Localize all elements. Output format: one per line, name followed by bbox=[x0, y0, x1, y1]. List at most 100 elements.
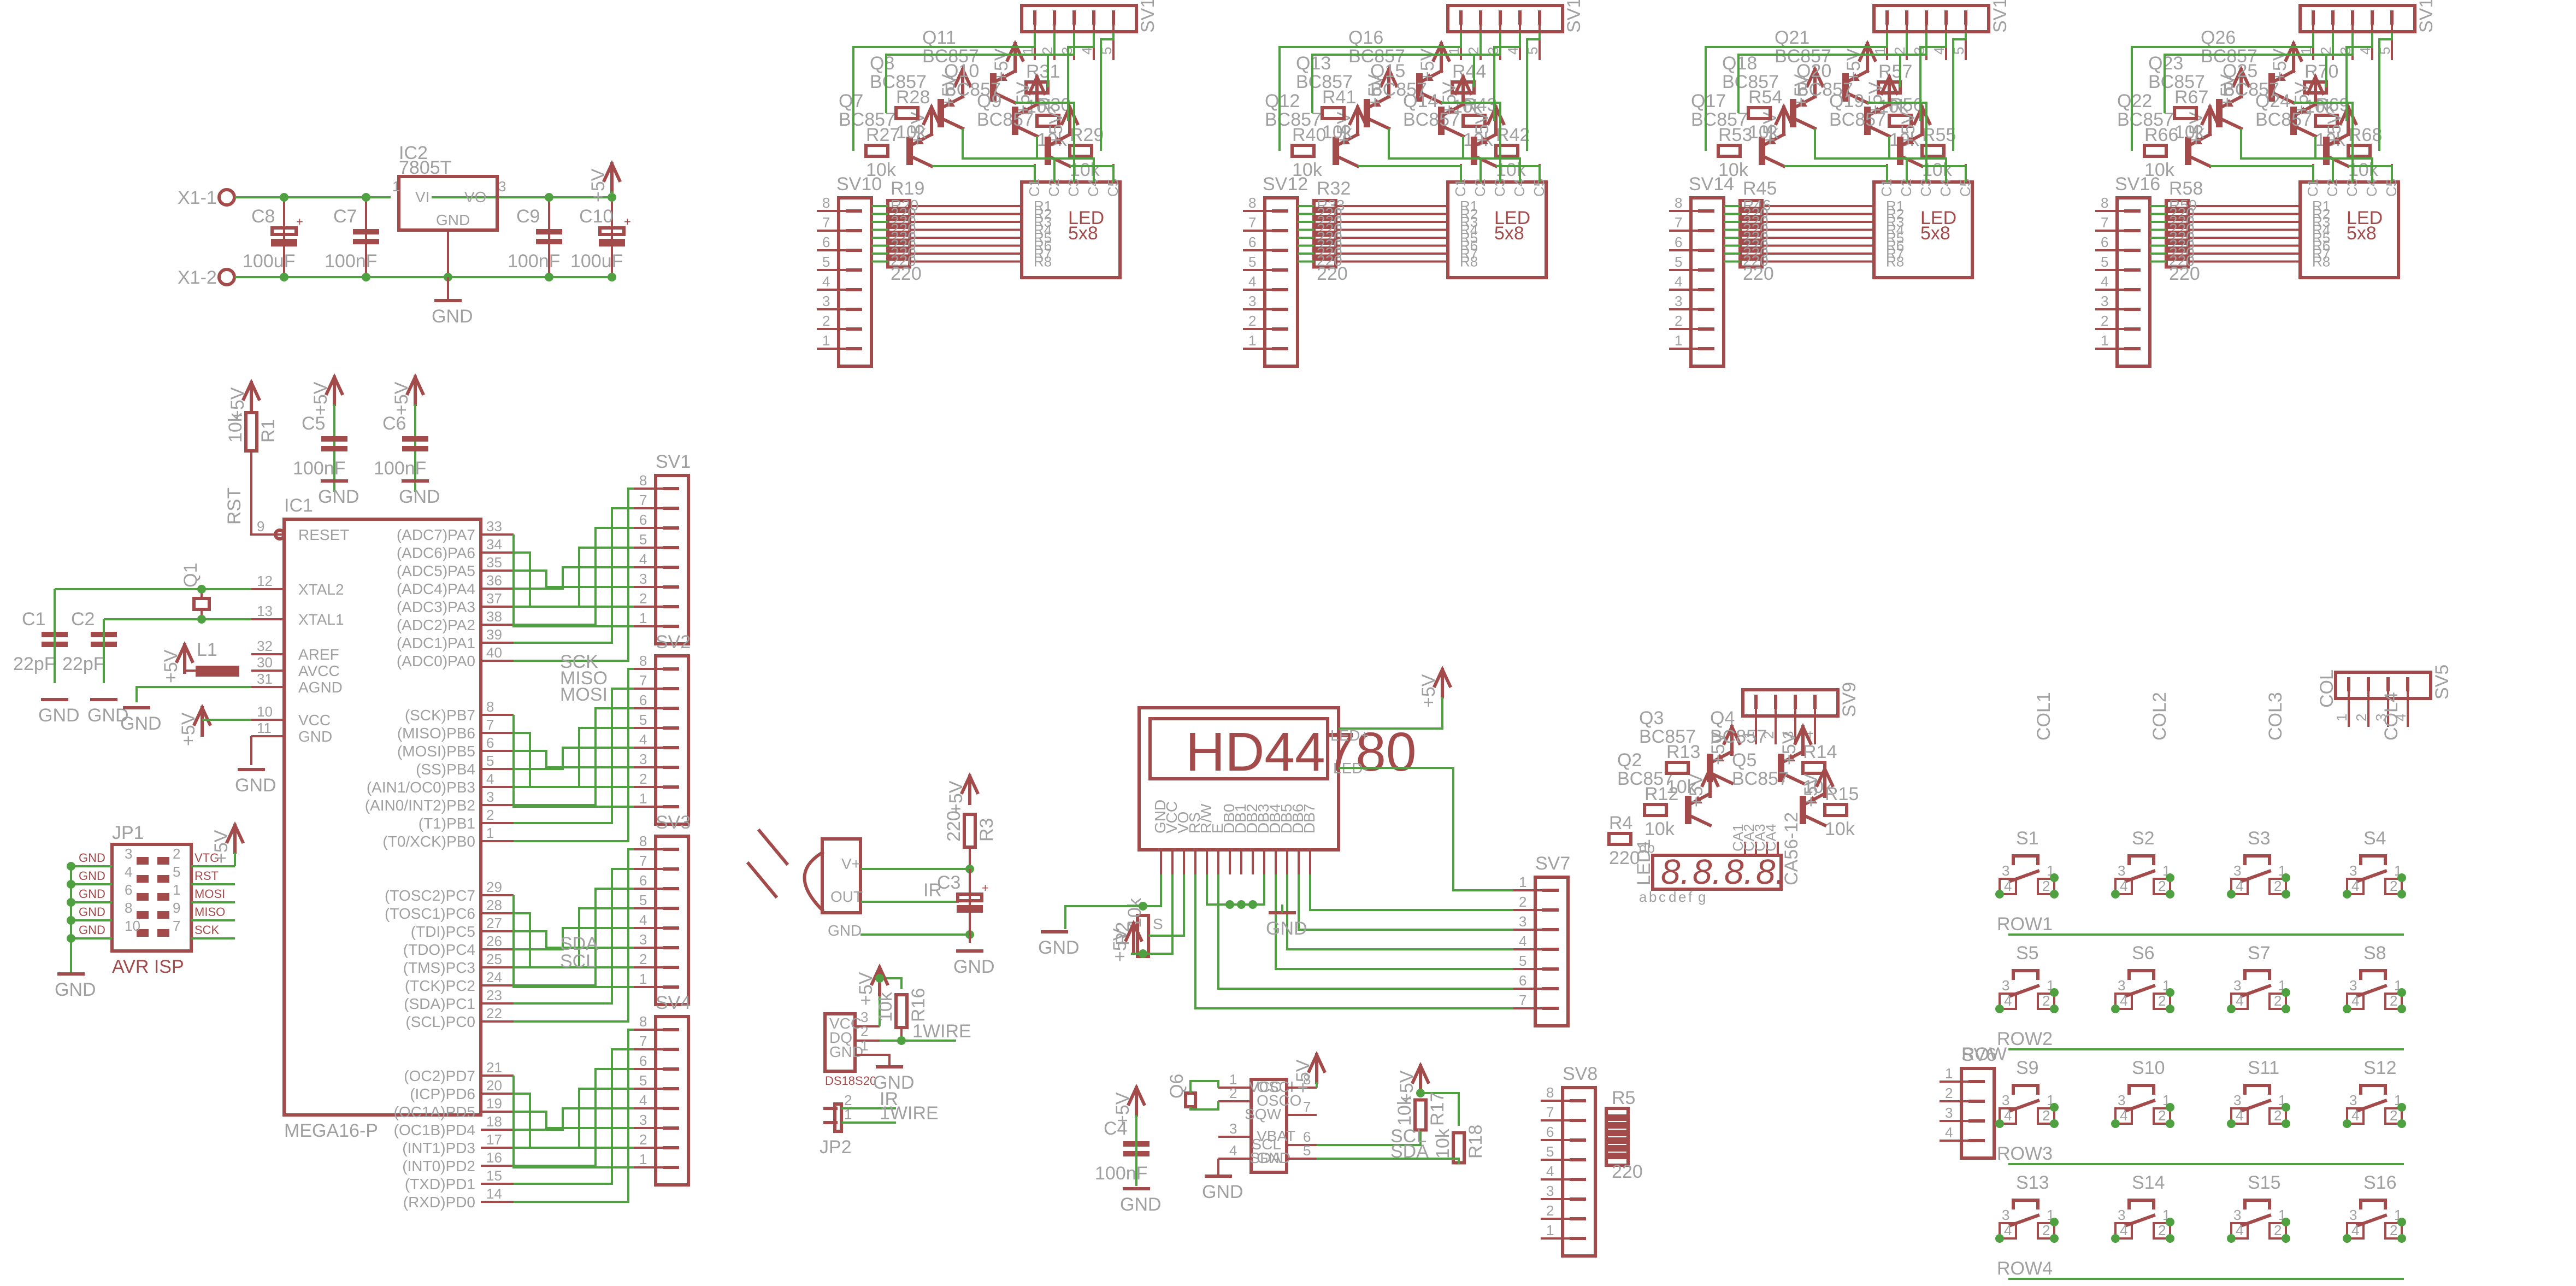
pin-number: 7 bbox=[1519, 992, 1526, 1008]
pin-number: 3 bbox=[2118, 1092, 2125, 1108]
terminal-icon bbox=[217, 188, 236, 207]
gnd-symbol: GND bbox=[55, 972, 96, 1000]
row-pin: R8 bbox=[1034, 254, 1052, 270]
pin-number: 2 bbox=[844, 1092, 852, 1108]
wire bbox=[1462, 136, 1521, 182]
pin-name: (SS)PB4 bbox=[416, 761, 475, 778]
pin-number: 2 bbox=[2158, 878, 2166, 894]
pin-number: 2 bbox=[2042, 1107, 2050, 1124]
capacitor-plate bbox=[536, 239, 562, 244]
pin-number: 2 bbox=[2353, 714, 2369, 721]
pin-number: 5 bbox=[2377, 47, 2393, 55]
capacitor-plate bbox=[270, 226, 298, 236]
resistor-label: 220 bbox=[2169, 237, 2195, 254]
vcc-label: +5V bbox=[1801, 773, 1822, 807]
switch-pad bbox=[1999, 1222, 2017, 1240]
switch-pad bbox=[2114, 1107, 2133, 1125]
resistor-value: 10k bbox=[2174, 122, 2205, 143]
junction-dot bbox=[608, 273, 616, 281]
emitter-arrow-icon bbox=[1785, 754, 1795, 761]
pin-number: 2 bbox=[639, 771, 647, 787]
pin-number: 5 bbox=[639, 1072, 647, 1089]
gnd-symbol: GND bbox=[1038, 930, 1080, 958]
isp-pad bbox=[137, 929, 149, 937]
pin-number: 4 bbox=[1945, 1124, 1953, 1141]
emitter-arrow-icon bbox=[1052, 137, 1062, 144]
header-name: SV14 bbox=[1689, 174, 1734, 195]
junction-dot bbox=[2166, 890, 2174, 899]
led-matrix-size: 5x8 bbox=[2347, 223, 2377, 244]
row-pin: R2 bbox=[1886, 206, 1904, 222]
pin-number: 4 bbox=[1931, 47, 1947, 55]
junction-dot bbox=[280, 193, 288, 202]
row-pin: R3 bbox=[2312, 214, 2330, 230]
resistor-label: 220 bbox=[1743, 213, 1769, 230]
capacitor-value: 22pF bbox=[13, 654, 56, 674]
lcd-body bbox=[1137, 706, 1340, 852]
vcc-symbol: +5V bbox=[856, 963, 889, 1006]
switch-actuator-icon bbox=[2243, 1199, 2271, 1209]
collector bbox=[1420, 92, 1443, 105]
isp-net: GND bbox=[79, 887, 105, 901]
switch-pad bbox=[2153, 1222, 2171, 1240]
light-arrow-icon bbox=[746, 861, 779, 899]
pin-number: 6 bbox=[486, 735, 494, 751]
junction-dot bbox=[2282, 873, 2290, 882]
row-pin: R8 bbox=[2312, 254, 2330, 270]
pin-number: 23 bbox=[486, 987, 502, 1003]
junction-dot bbox=[545, 193, 553, 202]
capacitor-plate bbox=[353, 239, 379, 244]
wire bbox=[514, 868, 634, 1005]
wire bbox=[514, 888, 634, 986]
transistor-part: BC857 bbox=[2201, 46, 2257, 67]
junction-dot bbox=[2111, 1119, 2120, 1128]
polarity-mark: + bbox=[624, 215, 631, 228]
pin-number: 7 bbox=[639, 492, 647, 508]
header-body bbox=[654, 1015, 690, 1187]
resistor-value: 220 bbox=[891, 263, 922, 284]
pin-number: 2 bbox=[639, 951, 647, 967]
junction-dot bbox=[2227, 890, 2236, 899]
pin-number: 6 bbox=[639, 692, 647, 708]
pin-number: 5 bbox=[1098, 47, 1115, 55]
pin-name: (MISO)PB6 bbox=[397, 725, 475, 742]
emitter-arrow-icon bbox=[2298, 107, 2308, 114]
gnd-label: GND bbox=[1202, 1182, 1243, 1202]
resistor-label: 220 bbox=[1317, 244, 1342, 261]
pin-number: 39 bbox=[486, 626, 502, 643]
pin-name: AGND bbox=[298, 679, 343, 696]
row-pin: R2 bbox=[1034, 206, 1052, 222]
pin-name: VO bbox=[464, 189, 486, 205]
pin-number: 16 bbox=[486, 1149, 502, 1166]
inverted-pin-icon bbox=[274, 529, 286, 541]
capacitor-value: 100nF bbox=[293, 458, 345, 479]
wire bbox=[852, 33, 1036, 151]
lcd-pin-name: VO bbox=[1175, 812, 1192, 833]
lcd-name: HD44780 bbox=[1186, 721, 1417, 783]
pin-number: 3 bbox=[822, 293, 830, 309]
resistor-body bbox=[1643, 803, 1668, 817]
header-name: SV5 bbox=[2432, 665, 2453, 700]
resistor-body bbox=[2314, 114, 2339, 128]
wire bbox=[1317, 1131, 1422, 1146]
resistor-label: 220 bbox=[1317, 252, 1342, 269]
resistor-body bbox=[2143, 144, 2168, 158]
resistor-name: R53 bbox=[1718, 125, 1752, 145]
resistor-value: 220 bbox=[1317, 263, 1348, 284]
regulator-value: 7805T bbox=[399, 157, 451, 178]
row-pin: R7 bbox=[1460, 245, 1478, 262]
sensor-pin-name: GND bbox=[829, 1043, 863, 1060]
isp-pad bbox=[157, 875, 169, 883]
pin-name: (TXD)PD1 bbox=[405, 1176, 475, 1193]
collector bbox=[1016, 125, 1039, 138]
transistor-name: Q12 bbox=[1265, 91, 1300, 111]
wire bbox=[1952, 33, 1967, 151]
